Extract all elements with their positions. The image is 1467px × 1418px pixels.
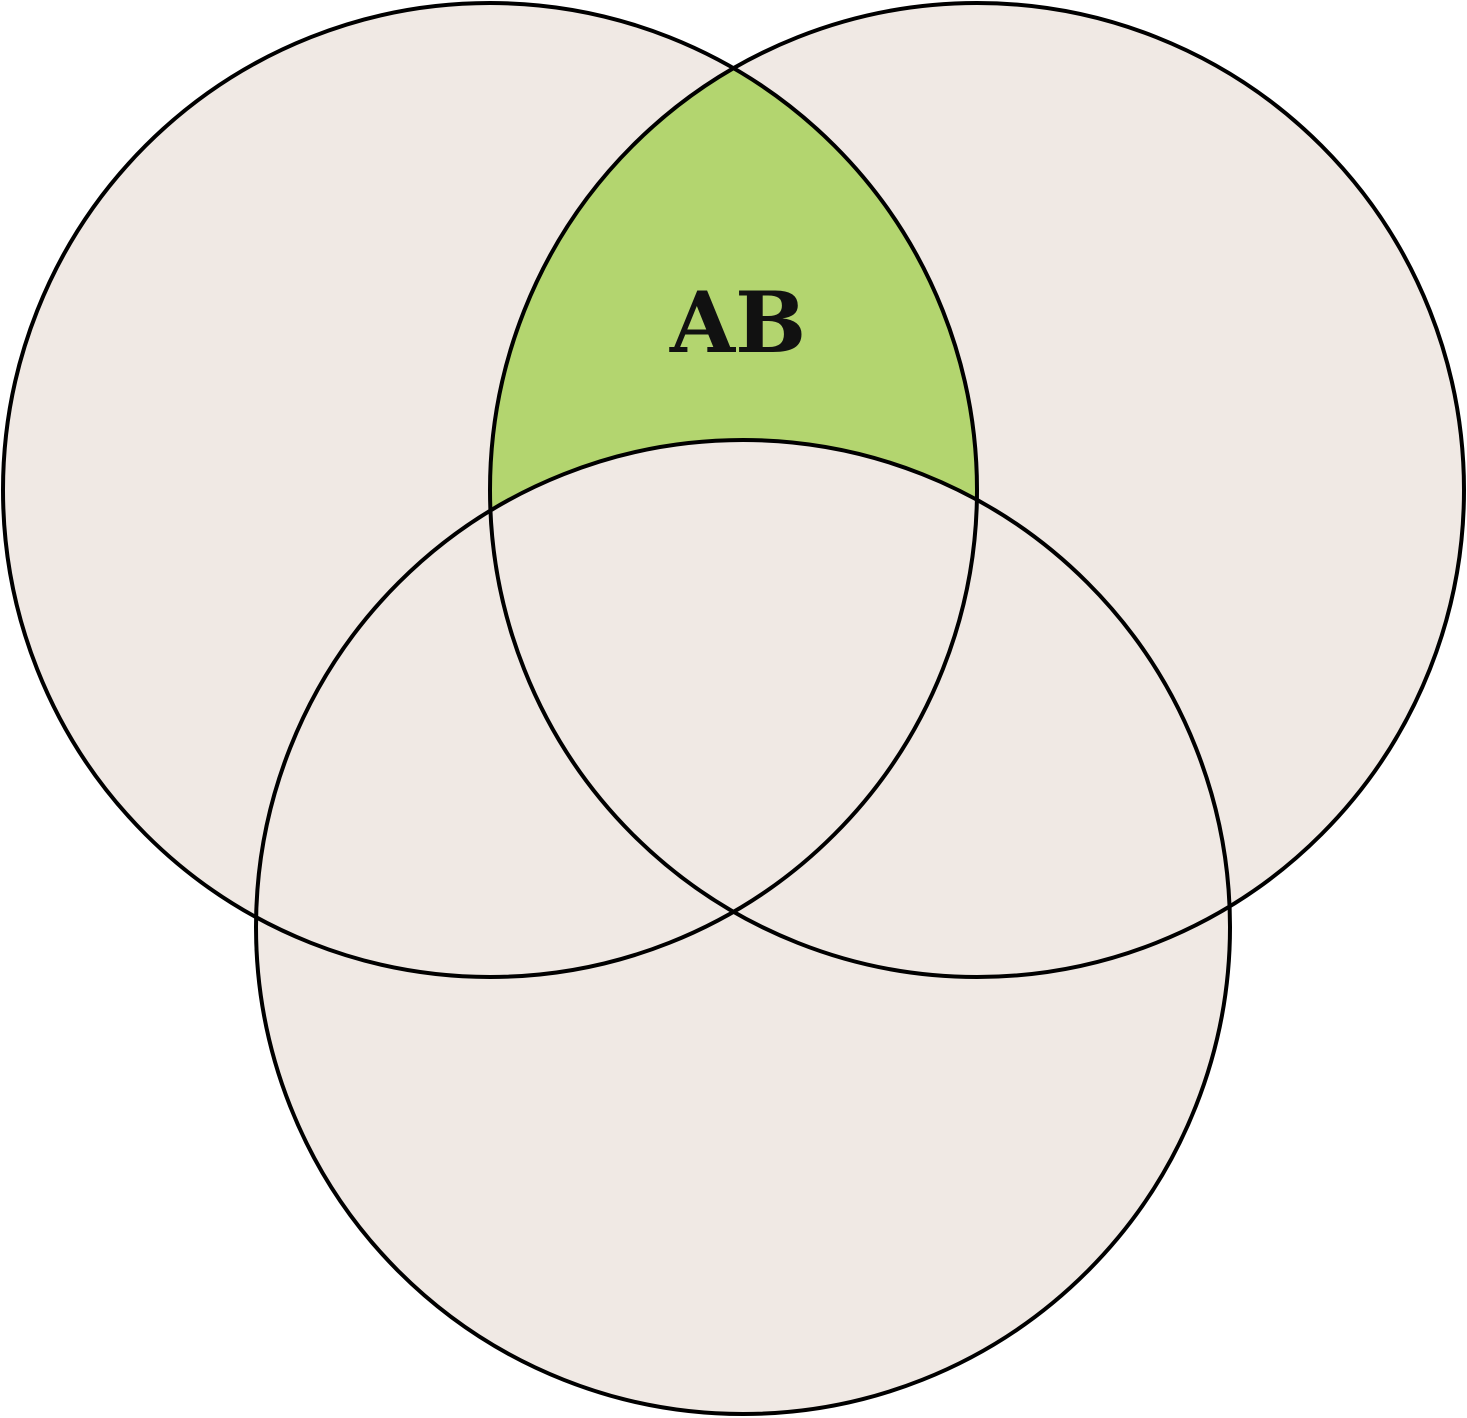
set-c-circle — [254, 438, 1232, 1416]
set-c-circle-fill — [256, 440, 1230, 1414]
set-a-circle — [1, 1, 979, 979]
region-ab-label: AB — [669, 273, 806, 372]
set-b-circle — [488, 1, 1466, 979]
